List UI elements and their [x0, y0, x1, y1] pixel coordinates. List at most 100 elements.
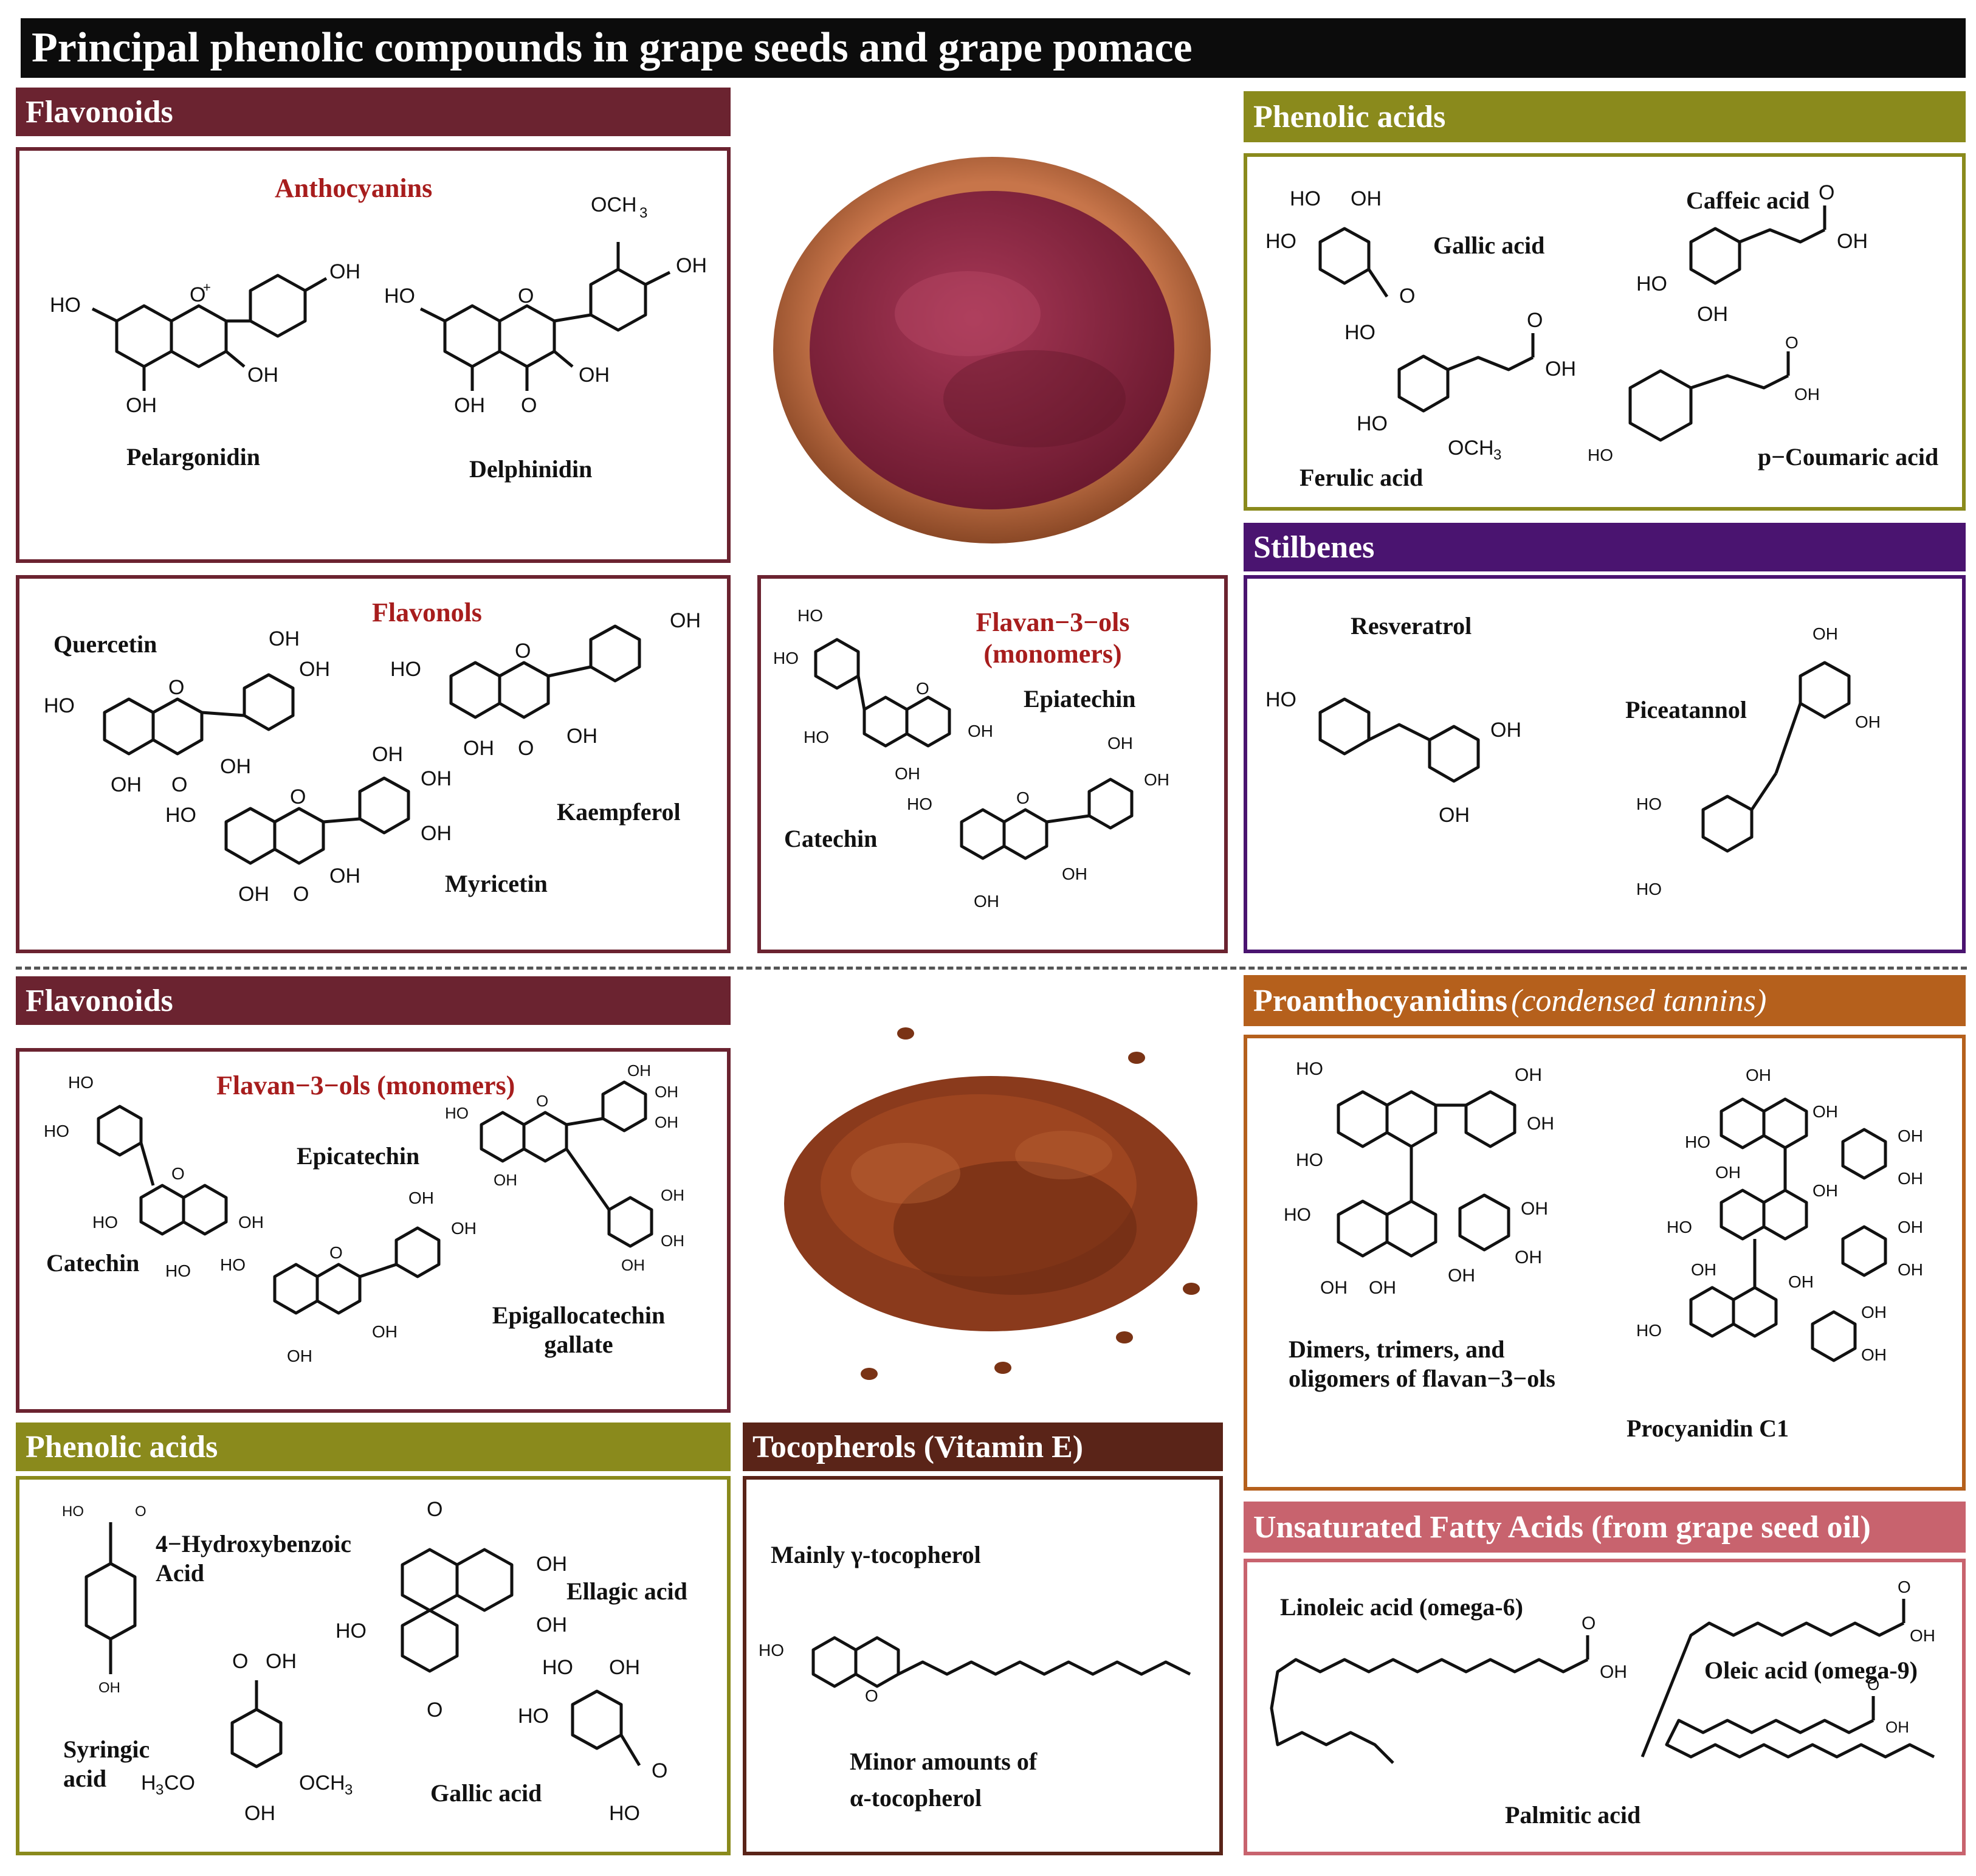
- catechin-seeds-label: Catechin: [46, 1249, 140, 1277]
- header-label: Flavonoids: [26, 94, 173, 129]
- palmitic-acid-label: Palmitic acid: [1505, 1801, 1641, 1829]
- svg-text:OH: OH: [1812, 1181, 1838, 1200]
- svg-text:OH: OH: [895, 764, 920, 783]
- svg-text:3: 3: [1493, 447, 1501, 463]
- svg-text:H: H: [141, 1771, 156, 1795]
- fatty-acids-box: Linoleic acid (omega-6) Oleic acid (omeg…: [1244, 1559, 1966, 1855]
- pelargonidin-label: Pelargonidin: [126, 443, 261, 471]
- flavonols-label: Flavonols: [372, 598, 482, 627]
- svg-text:OH: OH: [451, 1219, 477, 1238]
- svg-text:OH: OH: [1448, 1266, 1475, 1286]
- svg-text:OH: OH: [1715, 1163, 1741, 1182]
- svg-text:HO: HO: [542, 1656, 573, 1679]
- delphinidin-label: Delphinidin: [469, 455, 593, 483]
- header-phenolic-acids-seeds: Phenolic acids: [16, 1423, 731, 1471]
- svg-text:OH: OH: [968, 722, 993, 740]
- header-label: Phenolic acids: [1253, 99, 1446, 134]
- svg-text:OH: OH: [1788, 1272, 1814, 1291]
- linoleic-acid-label: Linoleic acid (omega-6): [1280, 1593, 1523, 1621]
- svg-text:OH: OH: [1691, 1260, 1716, 1279]
- svg-text:O: O: [290, 785, 306, 809]
- svg-text:OH: OH: [621, 1256, 645, 1274]
- svg-text:O: O: [232, 1650, 248, 1673]
- svg-text:OH: OH: [329, 260, 360, 283]
- svg-text:OH: OH: [1351, 187, 1382, 210]
- svg-text:O: O: [293, 883, 309, 906]
- oleic-acid-label: Oleic acid (omega-9): [1704, 1657, 1918, 1684]
- svg-text:OH: OH: [1910, 1626, 1935, 1645]
- procyanidin-c1-label: Procyanidin C1: [1627, 1415, 1789, 1442]
- p-coumaric-acid-structure: OOH HO: [1588, 333, 1820, 464]
- svg-text:OH: OH: [1439, 804, 1470, 827]
- svg-text:HO: HO: [1636, 880, 1662, 898]
- header-label: Unsaturated Fatty Acids (from grape seed…: [1253, 1509, 1871, 1545]
- palmitic-acid-structure: OOH: [1665, 1675, 1935, 1759]
- figure-title: Principal phenolic compounds in grape se…: [21, 18, 1966, 78]
- svg-text:OH: OH: [1600, 1662, 1627, 1682]
- svg-text:O: O: [865, 1686, 878, 1705]
- flavan3ols-pomace-box: Flavan−3−ols (monomers) Epiatechin Catec…: [757, 575, 1228, 953]
- svg-text:HO: HO: [390, 658, 421, 681]
- svg-text:OH: OH: [1107, 734, 1133, 753]
- gamma-tocopherol-label: Mainly γ-tocopherol: [771, 1541, 981, 1568]
- oleic-acid-structure: OOH: [1640, 1578, 1935, 1757]
- svg-text:HO: HO: [1265, 688, 1296, 711]
- svg-text:O: O: [1785, 333, 1799, 352]
- svg-text:OH: OH: [111, 773, 142, 796]
- svg-text:OH: OH: [566, 725, 597, 748]
- header-label: Flavonoids: [26, 983, 173, 1018]
- svg-text:OH: OH: [269, 627, 300, 650]
- flavan3ols-seeds-label: Flavan−3−ols (monomers): [216, 1071, 515, 1100]
- svg-text:OH: OH: [1794, 385, 1820, 404]
- svg-text:OCH: OCH: [299, 1771, 345, 1795]
- resveratrol-label: Resveratrol: [1351, 612, 1472, 640]
- svg-text:OH: OH: [126, 394, 157, 417]
- svg-text:OH: OH: [98, 1680, 120, 1696]
- header-stilbenes: Stilbenes: [1244, 523, 1966, 571]
- svg-text:OH: OH: [1746, 1066, 1771, 1085]
- svg-text:OH: OH: [1521, 1199, 1548, 1219]
- phenolic-acids-seeds-box: 4−Hydroxybenzoic Acid Ellagic acid Syrin…: [16, 1476, 731, 1855]
- svg-text:HO: HO: [44, 1122, 69, 1140]
- header-tocopherols: Tocopherols (Vitamin E): [743, 1423, 1223, 1471]
- grape-seeds-image: [784, 1027, 1200, 1380]
- flavan3ols-seeds-box: Flavan−3−ols (monomers) Epicatechin Cate…: [16, 1048, 731, 1413]
- svg-text:O: O: [190, 283, 205, 306]
- svg-text:O: O: [1016, 788, 1030, 807]
- ellagic-acid-label: Ellagic acid: [566, 1578, 687, 1605]
- svg-text:HO: HO: [1296, 1150, 1323, 1170]
- header-fatty-acids: Unsaturated Fatty Acids (from grape seed…: [1244, 1502, 1966, 1553]
- svg-text:HO: HO: [1357, 412, 1388, 435]
- gallic-acid-seeds-label: Gallic acid: [430, 1779, 542, 1807]
- gallic-acid-label: Gallic acid: [1433, 232, 1545, 259]
- myricetin-label: Myricetin: [445, 870, 548, 897]
- svg-text:OH: OH: [238, 883, 269, 906]
- svg-text:HO: HO: [1667, 1218, 1692, 1236]
- svg-text:O: O: [916, 679, 929, 698]
- piceatannol-label: Piceatannol: [1625, 696, 1747, 723]
- svg-text:OH: OH: [238, 1213, 264, 1232]
- svg-text:OH: OH: [1812, 1102, 1838, 1121]
- flavan3ols-pomace-label: Flavan−3−ols (monomers): [976, 607, 1130, 669]
- svg-text:OH: OH: [609, 1656, 640, 1679]
- catechin-pomace-label: Catechin: [784, 825, 878, 852]
- tocopherol-structure: HOO: [759, 1636, 1191, 1705]
- svg-text:OH: OH: [536, 1553, 567, 1576]
- svg-text:HO: HO: [907, 795, 932, 813]
- svg-text:OH: OH: [408, 1188, 434, 1207]
- header-phenolic-acids-pomace: Phenolic acids: [1244, 91, 1966, 142]
- svg-text:OH: OH: [1515, 1247, 1542, 1267]
- svg-text:OH: OH: [247, 364, 278, 387]
